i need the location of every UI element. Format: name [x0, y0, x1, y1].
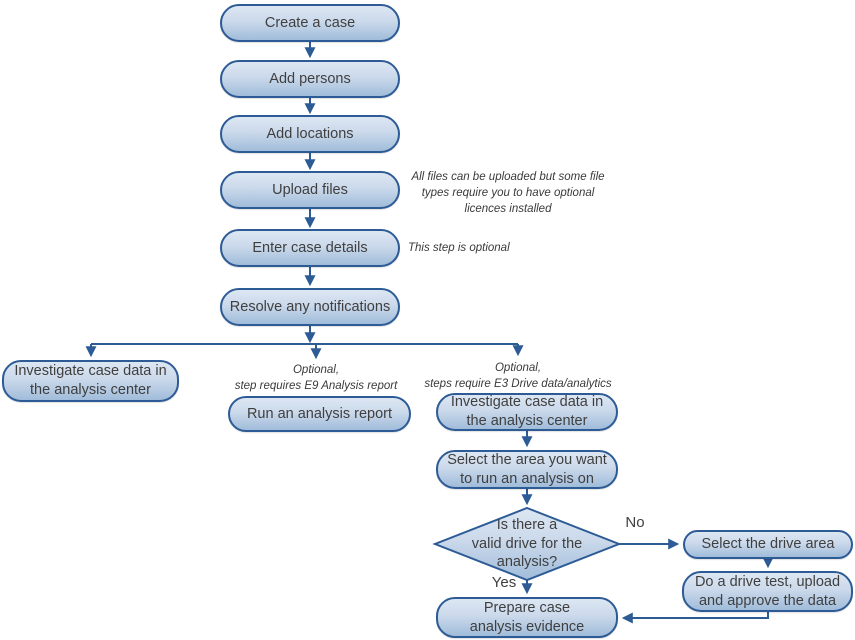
note-drive-data: Optional, steps require E3 Drive data/an… — [424, 362, 612, 391]
edge-label-no: No — [625, 514, 645, 531]
edge-label-yes: Yes — [491, 574, 517, 591]
node-select-drive-area: Select the drive area — [683, 530, 853, 559]
decision-diamond — [432, 506, 622, 582]
arrow-test-to-prepare — [621, 612, 769, 624]
note-enter-case-details: This step is optional — [408, 242, 510, 254]
node-create-case: Create a case — [220, 4, 400, 42]
node-upload-files: Upload files — [220, 171, 400, 209]
node-add-persons: Add persons — [220, 60, 400, 98]
node-add-locations: Add locations — [220, 115, 400, 153]
node-drive-test: Do a drive test, upload and approve the … — [682, 571, 853, 612]
node-select-area: Select the area you want to run an analy… — [436, 450, 618, 489]
note-analysis-report: Optional, step requires E9 Analysis repo… — [234, 364, 398, 393]
node-run-analysis-report: Run an analysis report — [228, 396, 411, 432]
node-resolve-notifications: Resolve any notifications — [220, 288, 400, 326]
node-investigate-right: Investigate case data in the analysis ce… — [436, 393, 618, 431]
node-enter-case-details: Enter case details — [220, 229, 400, 267]
node-investigate-left: Investigate case data in the analysis ce… — [2, 360, 179, 402]
note-upload-files: All files can be uploaded but some file … — [411, 171, 605, 216]
node-prepare-evidence: Prepare case analysis evidence — [436, 597, 618, 638]
decision-label: Is there a valid drive for the analysis? — [471, 516, 583, 571]
